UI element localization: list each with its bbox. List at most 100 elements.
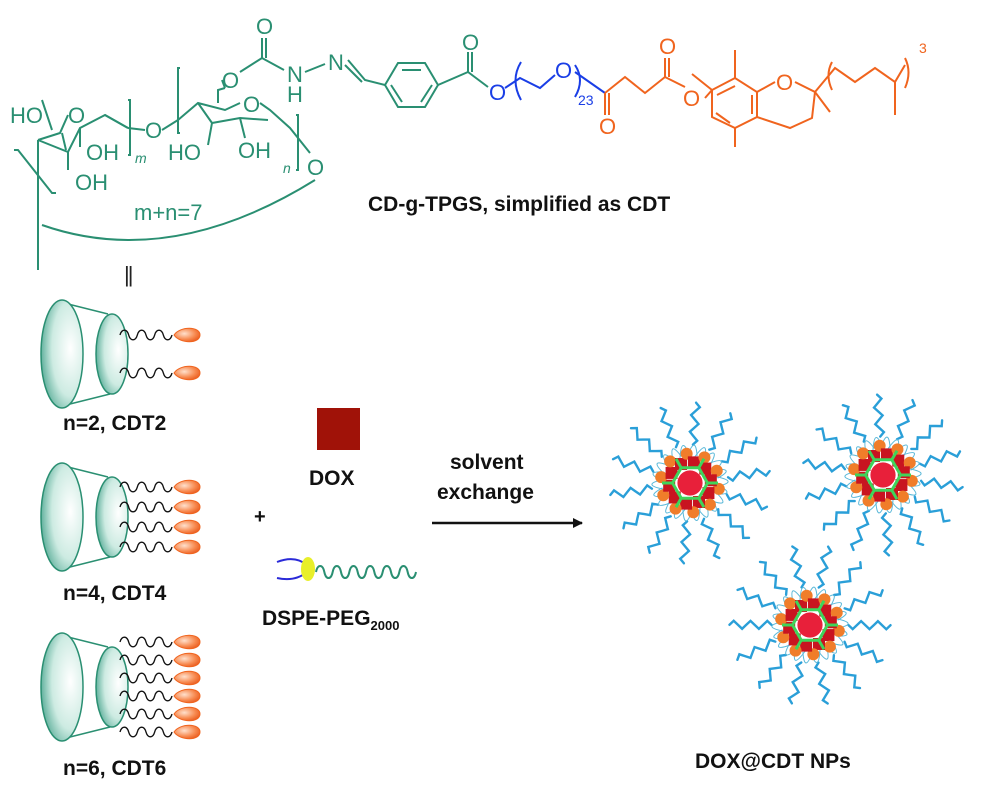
dox-unit bbox=[800, 639, 813, 652]
peg-corona-arm bbox=[804, 482, 848, 501]
atom-o-ester-ve: O bbox=[683, 86, 701, 111]
vitamin-e-tip bbox=[173, 539, 201, 555]
peg-corona-arm bbox=[843, 589, 884, 612]
tpgs-chain bbox=[119, 654, 173, 666]
atom-o-peg-start: O bbox=[489, 80, 507, 105]
cone-narrow-rim bbox=[95, 646, 129, 728]
tpgs-chain bbox=[119, 481, 173, 493]
atom-ho-1: HO bbox=[10, 103, 43, 128]
peg-corona-arm bbox=[659, 406, 680, 449]
ring-count-label: m+n=7 bbox=[134, 200, 203, 225]
cd-framework-spoke bbox=[674, 497, 683, 508]
peg-corona-arm bbox=[708, 412, 734, 451]
peg-corona-arm bbox=[726, 467, 771, 483]
vitamin-e-unit bbox=[850, 481, 863, 494]
atom-o-ring-close: O bbox=[307, 155, 325, 180]
cdt-schematics bbox=[40, 299, 201, 742]
dspe-peg-label: DSPE-PEG2000 bbox=[262, 607, 399, 633]
cdt4-label: n=4, CDT4 bbox=[63, 582, 167, 605]
vitamin-e-unit bbox=[823, 640, 836, 653]
vitamin-e-unit bbox=[818, 593, 831, 606]
cd-g-tpgs-structure bbox=[14, 38, 910, 270]
dox-unit bbox=[665, 466, 678, 479]
nanoparticle-core bbox=[797, 612, 823, 638]
vitamin-e-succinate-moiety bbox=[604, 50, 910, 147]
peg-corona-arm bbox=[717, 508, 751, 540]
vitamin-e-unit bbox=[830, 606, 843, 619]
cd-framework-spoke bbox=[817, 600, 826, 611]
atom-o-carbonyl-1: O bbox=[256, 14, 274, 39]
peg-corona-arm bbox=[611, 455, 655, 474]
nanoparticle-core bbox=[677, 470, 703, 496]
vitamin-e-unit bbox=[775, 613, 788, 626]
dox-unit bbox=[785, 608, 798, 621]
cd-framework-spoke bbox=[697, 458, 706, 469]
peg-corona-arm bbox=[895, 398, 917, 441]
cone-narrow-rim bbox=[95, 476, 129, 558]
tpgs-chain bbox=[119, 636, 173, 648]
cd-framework-spoke bbox=[697, 497, 706, 508]
atom-o-carbamate-ester: O bbox=[222, 68, 240, 93]
atom-n-imine: N bbox=[328, 50, 344, 75]
atom-o-carbonyl-2: O bbox=[462, 30, 480, 55]
dspe-peg-main: DSPE-PEG bbox=[262, 607, 371, 630]
atom-o-peg-repeat: O bbox=[555, 58, 573, 83]
tpgs-chain bbox=[119, 690, 173, 702]
product-label: DOX@CDT NPs bbox=[695, 750, 851, 773]
tpgs-chain bbox=[119, 726, 173, 738]
vitamin-e-tip bbox=[173, 479, 201, 495]
arrow-label-line2: exchange bbox=[437, 481, 534, 504]
peg-corona-arm bbox=[832, 561, 863, 597]
tpgs-chain bbox=[119, 367, 173, 379]
peg-corona-arm bbox=[813, 661, 831, 705]
vitamin-e-tip bbox=[173, 499, 201, 515]
tpgs-chain bbox=[119, 329, 173, 341]
atom-o-ring2: O bbox=[243, 92, 261, 117]
peg-corona-arm bbox=[919, 477, 964, 493]
vitamin-e-tip bbox=[173, 688, 201, 704]
peg-corona-arm bbox=[913, 495, 951, 523]
tpgs-chain bbox=[119, 708, 173, 720]
peg-corona-arm bbox=[700, 517, 721, 560]
cd-framework-spoke bbox=[890, 489, 899, 500]
tpgs-chain bbox=[119, 672, 173, 684]
vitamin-e-tip bbox=[173, 519, 201, 535]
peg-corona-arm bbox=[728, 619, 773, 631]
cd-framework-spoke bbox=[867, 450, 876, 461]
atom-ho-2: HO bbox=[168, 140, 201, 165]
dox-unit bbox=[895, 479, 908, 492]
vitamin-e-tip bbox=[173, 365, 201, 381]
vitamin-e-unit bbox=[789, 644, 802, 657]
nanoparticle-core bbox=[870, 462, 896, 488]
vitamin-e-unit bbox=[903, 456, 916, 469]
cone-narrow-rim bbox=[95, 313, 129, 395]
peg-corona-arm bbox=[736, 586, 777, 610]
peg-corona-arm bbox=[629, 426, 663, 458]
vitamin-e-tip bbox=[173, 634, 201, 650]
atom-nh-h: H bbox=[287, 82, 303, 107]
atom-nh-n: N bbox=[287, 62, 303, 87]
atom-o-succ-1: O bbox=[599, 114, 617, 139]
peg-corona-arm bbox=[758, 560, 788, 596]
subscript-n: n bbox=[283, 160, 291, 176]
dspe-peg-schematic bbox=[276, 557, 417, 581]
vitamin-e-unit bbox=[896, 490, 909, 503]
dspe-head-group bbox=[301, 557, 315, 581]
cdt2-label: n=2, CDT2 bbox=[63, 412, 167, 435]
peg-corona-arm bbox=[872, 393, 886, 438]
vitamin-e-unit bbox=[848, 463, 861, 476]
cone-wide-rim bbox=[40, 299, 84, 409]
dox-unit bbox=[873, 489, 886, 502]
dox-square bbox=[317, 408, 360, 450]
cd-framework-spoke bbox=[817, 639, 826, 650]
vitamin-e-unit bbox=[698, 451, 711, 464]
subscript-m: m bbox=[135, 150, 147, 166]
tpgs-chain bbox=[119, 541, 173, 553]
vitamin-e-unit bbox=[857, 447, 870, 460]
cdt-schematic-cdt6 bbox=[40, 632, 201, 742]
peg-chain bbox=[504, 61, 606, 101]
dox-unit bbox=[807, 598, 820, 611]
dox-label: DOX bbox=[309, 467, 355, 490]
tpgs-chain bbox=[119, 521, 173, 533]
